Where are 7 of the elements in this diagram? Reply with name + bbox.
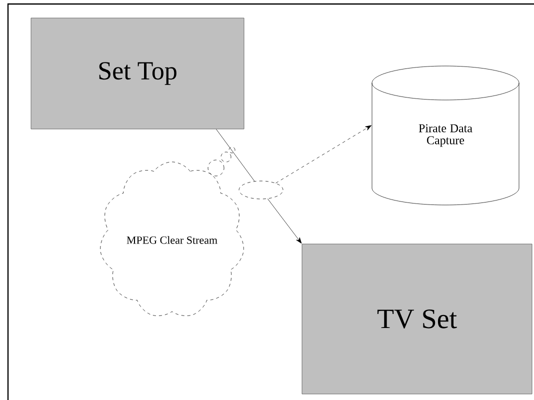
device-box: Set Top bbox=[30, 18, 244, 130]
device-box: TV Set bbox=[302, 244, 532, 394]
arrow bbox=[267, 198, 302, 244]
arrow bbox=[276, 125, 372, 184]
ellipse bbox=[238, 180, 284, 200]
stream-cloud: MPEG Clear Stream bbox=[100, 162, 244, 316]
database-cylinder: Pirate Data Capture bbox=[372, 66, 520, 206]
